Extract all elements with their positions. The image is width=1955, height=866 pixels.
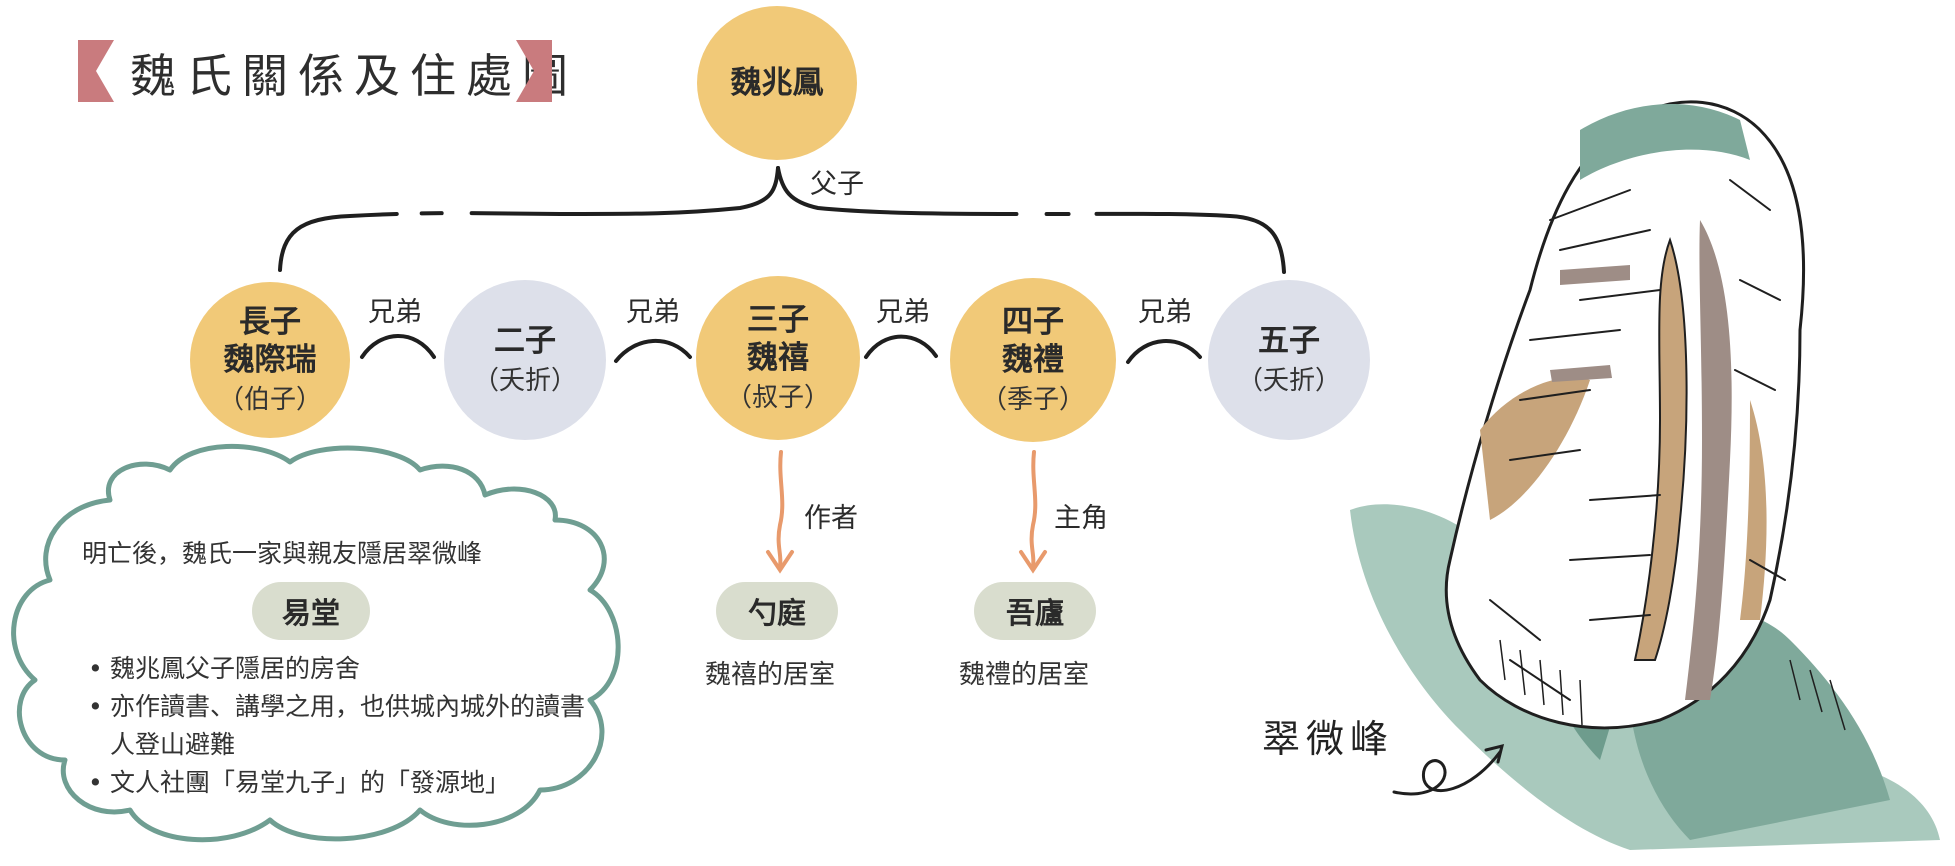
residence-pill-2: 吾廬 bbox=[974, 582, 1096, 640]
protagonist-label: 主角 bbox=[1054, 503, 1108, 534]
mountain-pointer-arrow bbox=[1392, 743, 1505, 796]
sibling-label-3: 兄弟 bbox=[876, 297, 930, 328]
mountain-illustration bbox=[1350, 100, 1940, 850]
son-4-name: 魏禮 bbox=[1002, 342, 1064, 378]
son-node-1: 長子 魏際瑞 （伯子） bbox=[190, 282, 350, 438]
cloud-heading-pill: 易堂 bbox=[252, 582, 370, 640]
father-son-label: 父子 bbox=[810, 169, 864, 200]
cloud-bullet-list: 魏兆鳳父子隱居的房舍 亦作讀書、講學之用，也供城內城外的讀書人登山避難 文人社團… bbox=[88, 650, 588, 802]
root-name: 魏兆鳳 bbox=[730, 65, 824, 101]
title-ribbon-left bbox=[78, 40, 114, 102]
cloud-bullet-3: 文人社團「易堂九子」的「發源地」 bbox=[88, 764, 588, 802]
cloud-bullet-1: 魏兆鳳父子隱居的房舍 bbox=[88, 650, 588, 688]
son-1-rank: 長子 bbox=[239, 304, 301, 340]
son-4-rank: 四子 bbox=[1002, 304, 1064, 340]
son-2-note: （夭折） bbox=[472, 366, 577, 396]
son-node-4: 四子 魏禮 （季子） bbox=[950, 278, 1116, 442]
residence-caption-1: 魏禧的居室 bbox=[705, 660, 836, 690]
son-3-rank: 三子 bbox=[747, 302, 809, 338]
son-node-2: 二子 （夭折） bbox=[444, 280, 606, 440]
residence-caption-2: 魏禮的居室 bbox=[959, 660, 1090, 690]
cloud-intro: 明亡後，魏氏一家與親友隱居翠微峰 bbox=[82, 539, 483, 568]
root-node: 魏兆鳳 bbox=[697, 6, 857, 160]
mountain-label: 翠微峰 bbox=[1262, 717, 1395, 761]
page-title: 魏氏關係及住處圖 bbox=[130, 49, 578, 103]
son-5-rank: 五子 bbox=[1258, 323, 1320, 359]
title-ribbon-right bbox=[516, 40, 552, 102]
son-3-note: （叔子） bbox=[725, 383, 830, 413]
sibling-label-1: 兄弟 bbox=[368, 297, 422, 328]
sibling-label-4: 兄弟 bbox=[1138, 297, 1192, 328]
son-5-note: （夭折） bbox=[1236, 366, 1341, 396]
son-node-3: 三子 魏禧 （叔子） bbox=[696, 276, 860, 440]
son-2-rank: 二子 bbox=[494, 323, 556, 359]
son-node-5: 五子 （夭折） bbox=[1208, 280, 1370, 440]
residence-pill-1: 勺庭 bbox=[716, 582, 838, 640]
author-label: 作者 bbox=[804, 503, 858, 534]
son-1-note: （伯子） bbox=[217, 385, 322, 415]
son-3-name: 魏禧 bbox=[747, 340, 809, 376]
sibling-label-2: 兄弟 bbox=[626, 297, 680, 328]
son-1-name: 魏際瑞 bbox=[223, 342, 317, 378]
son-4-note: （季子） bbox=[980, 385, 1085, 415]
cloud-bullet-2: 亦作讀書、講學之用，也供城內城外的讀書人登山避難 bbox=[88, 688, 590, 764]
